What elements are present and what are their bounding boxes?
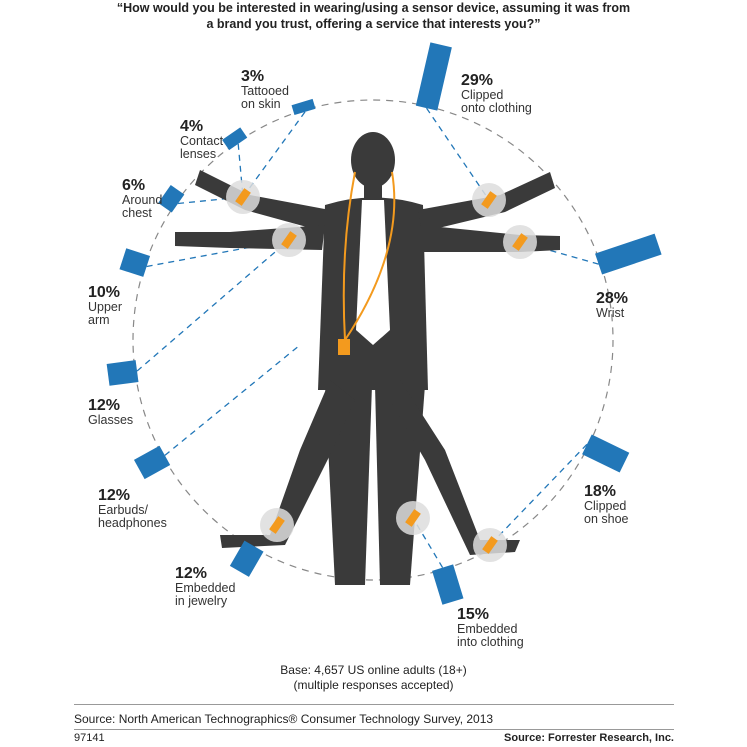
category-label: into clothing: [457, 635, 524, 649]
category-label: chest: [122, 206, 152, 220]
bar-upper: [119, 248, 151, 277]
data-label: 12%Glasses: [88, 397, 133, 427]
value-label: 18%: [584, 483, 617, 500]
category-label: on shoe: [584, 512, 629, 526]
category-label: Glasses: [88, 413, 134, 427]
value-label: 12%: [88, 397, 121, 414]
bar-clipped: [582, 434, 630, 473]
data-label: 28%Wrist: [596, 290, 628, 320]
sensor-device-icon: [269, 516, 285, 534]
sensor-device-icon: [235, 188, 251, 206]
value-label: 12%: [175, 565, 208, 582]
category-label: on skin: [241, 97, 281, 111]
category-label: Earbuds/: [98, 503, 149, 517]
title-line-1: “How would you be interested in wearing/…: [116, 1, 631, 15]
category-label: Upper: [88, 300, 123, 314]
value-label: 29%: [461, 72, 494, 89]
sensor-device-icon: [482, 536, 498, 554]
category-label: Embedded: [457, 622, 518, 636]
category-label: Clipped: [461, 88, 504, 102]
sensor-device-icon: [512, 233, 528, 251]
bar-around: [158, 184, 185, 213]
connector-line: [426, 107, 490, 201]
value-label: 12%: [98, 487, 131, 504]
base-line-2: (multiple responses accepted): [293, 678, 454, 692]
value-label: 10%: [88, 284, 121, 301]
category-label: Tattooed: [241, 84, 289, 98]
category-label: Wrist: [596, 306, 625, 320]
sensor-device-icon: [281, 231, 297, 249]
category-label: arm: [88, 313, 110, 327]
category-label: in jewelry: [175, 594, 228, 608]
document-id: 97141: [74, 732, 105, 744]
category-label: Contact: [180, 134, 224, 148]
connector-line: [146, 239, 290, 268]
connector-line: [164, 344, 301, 456]
earbuds-cord: [338, 171, 396, 355]
connector-line: [136, 239, 290, 372]
dashed-circle: [132, 99, 614, 581]
category-label: Embedded: [175, 581, 236, 595]
divider: [74, 729, 674, 730]
bar-earbuds: [133, 445, 171, 480]
value-label: 3%: [241, 68, 265, 85]
value-label: 4%: [180, 118, 204, 135]
base-line-1: Base: 4,657 US online adults (18+): [280, 663, 467, 677]
divider: [74, 704, 674, 705]
category-label: Around: [122, 193, 163, 207]
bar-tattooed: [291, 98, 316, 116]
category-label: lenses: [180, 147, 217, 161]
sensor-device-icon: [405, 509, 421, 527]
bar-clipped: [415, 42, 452, 111]
data-label: 12%Earbuds/headphones: [98, 487, 167, 530]
category-label: headphones: [98, 516, 167, 530]
bar-wrist: [595, 233, 662, 275]
value-label: 15%: [457, 606, 490, 623]
base-note: Base: 4,657 US online adults (18+) (mult…: [0, 663, 747, 693]
bar-embedded: [432, 564, 464, 605]
value-label: 28%: [596, 290, 629, 307]
value-label: 6%: [122, 177, 146, 194]
title-line-2: a brand you trust, offering a service th…: [206, 17, 541, 31]
chart-title: “How would you be interested in wearing/…: [0, 0, 747, 32]
publisher-source: Source: Forrester Research, Inc.: [504, 732, 674, 744]
category-label: onto clothing: [461, 101, 532, 115]
sensor-device-icon: [481, 191, 497, 209]
bar-glasses: [106, 360, 139, 386]
connector-line: [489, 443, 588, 546]
bar-embedded: [229, 540, 264, 577]
category-label: Clipped: [584, 499, 627, 513]
bar-contact: [222, 127, 248, 151]
survey-source: Source: North American Technographics® C…: [74, 712, 494, 726]
